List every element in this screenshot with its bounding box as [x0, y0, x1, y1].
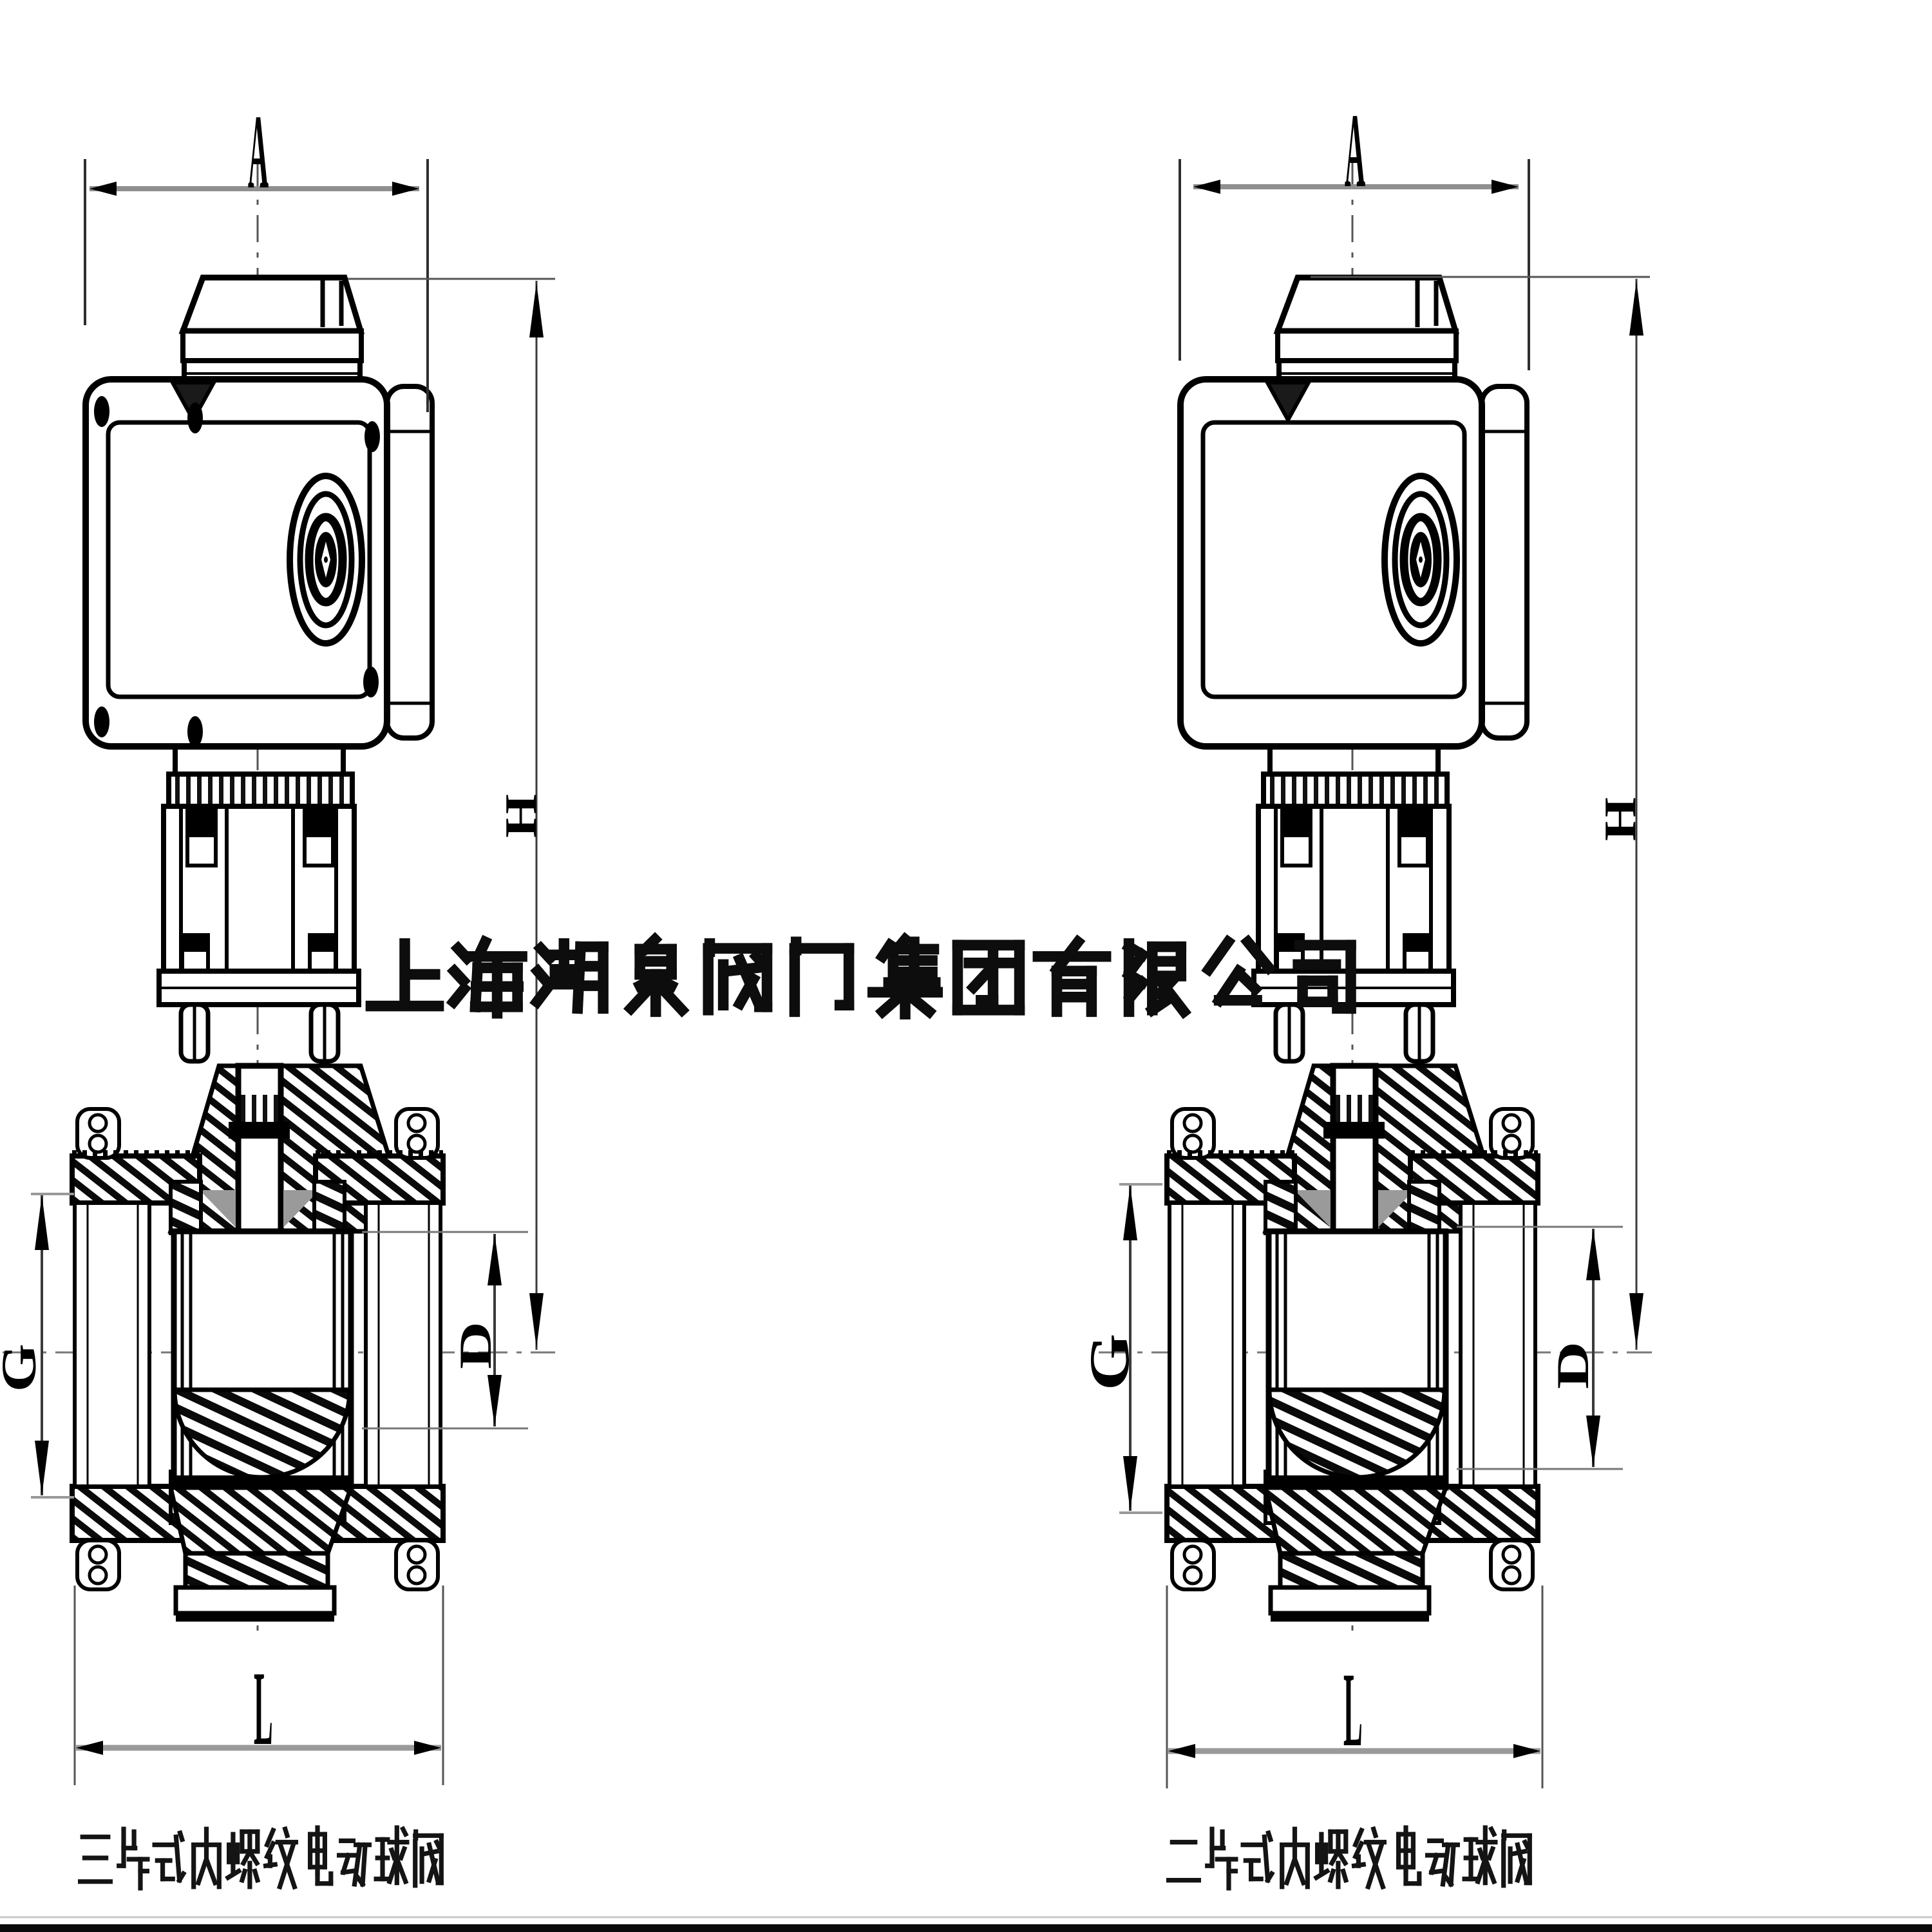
svg-text:L: L: [254, 1650, 273, 1768]
svg-text:H: H: [1595, 797, 1645, 841]
svg-text:A: A: [248, 93, 269, 211]
svg-text:D: D: [1548, 1341, 1598, 1389]
svg-text:D: D: [450, 1321, 501, 1369]
svg-text:L: L: [1343, 1651, 1363, 1769]
svg-text:G: G: [1078, 1334, 1141, 1391]
svg-text:H: H: [496, 794, 546, 838]
svg-text:A: A: [1345, 92, 1365, 210]
svg-text:G: G: [0, 1343, 46, 1392]
